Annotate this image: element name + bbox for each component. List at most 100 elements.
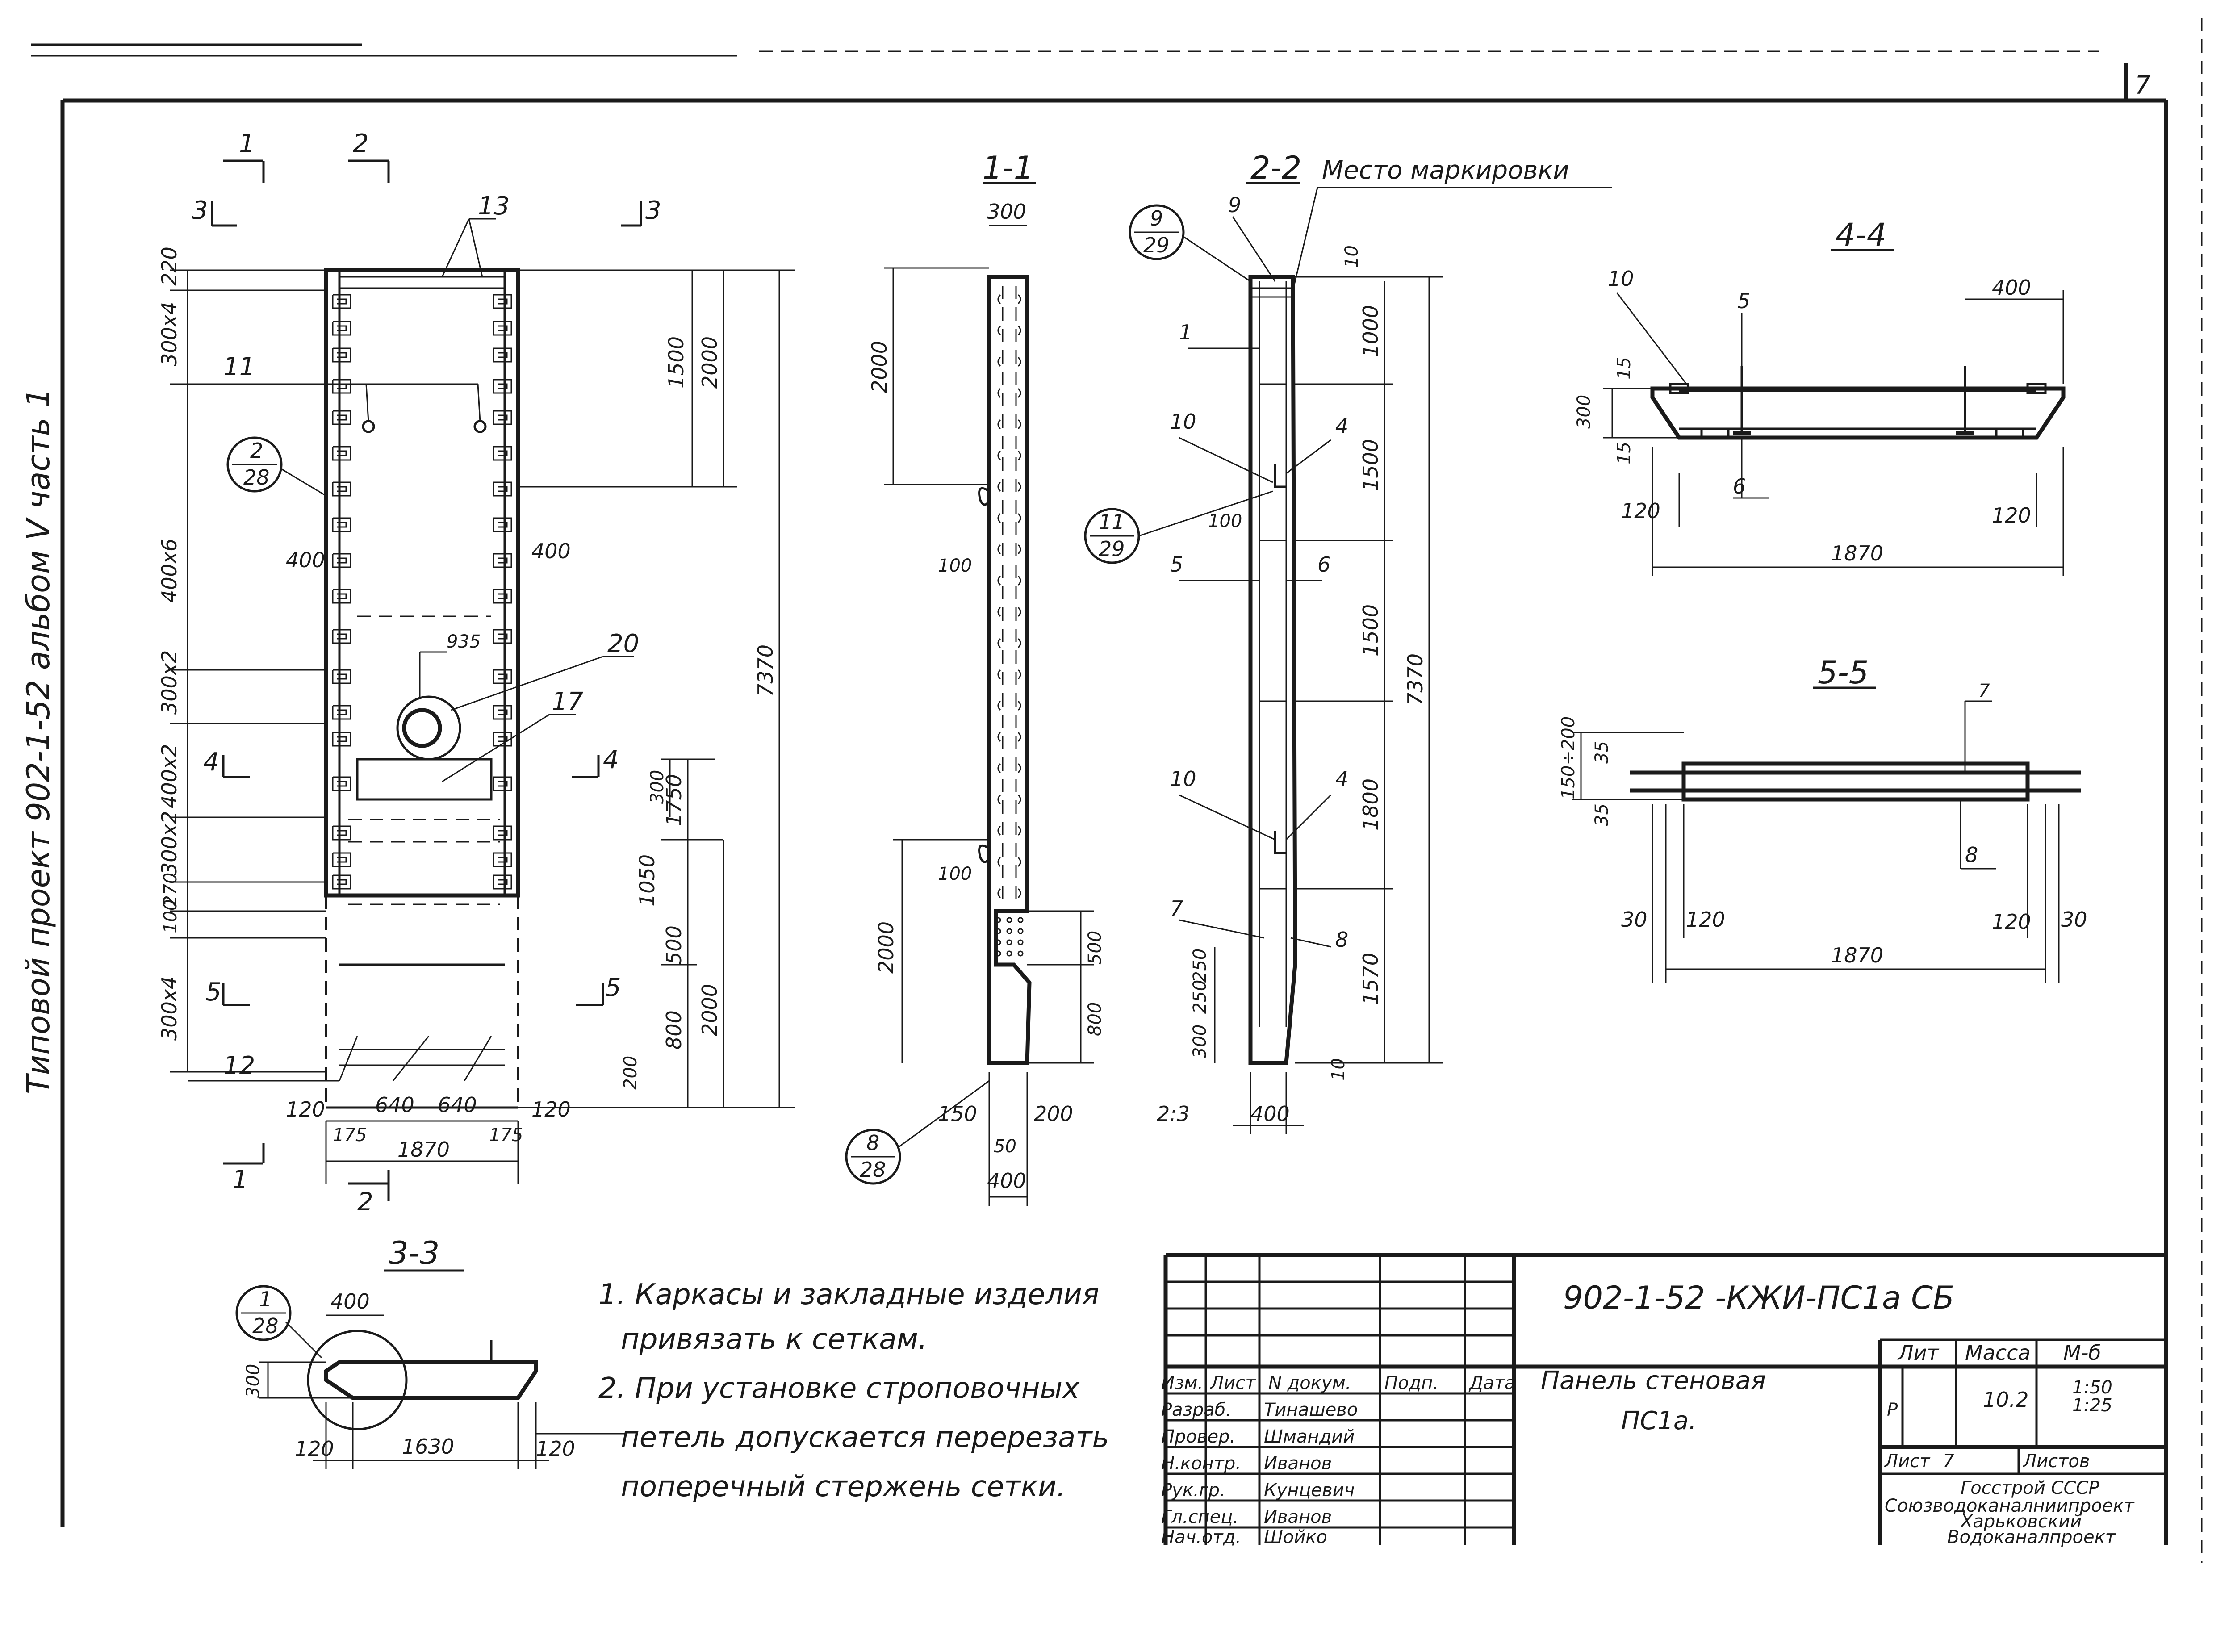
svg-text:29: 29	[1143, 233, 1170, 257]
loop-socket-left	[332, 294, 351, 309]
cut-mark-4-left: 4	[203, 748, 250, 778]
svg-text:Листов: Листов	[2022, 1451, 2090, 1472]
anchor-dot	[995, 950, 1001, 957]
svg-text:10: 10	[1328, 1058, 1349, 1081]
section-notch	[1017, 700, 1021, 711]
svg-text:4: 4	[1335, 767, 1348, 791]
svg-text:300: 300	[647, 770, 668, 804]
loop-socket-right	[493, 517, 512, 532]
svg-text:29: 29	[1099, 537, 1125, 561]
svg-text:100: 100	[1208, 511, 1242, 531]
svg-text:1500: 1500	[664, 336, 688, 389]
loop-socket-left	[332, 776, 351, 791]
svg-text:300x4: 300x4	[157, 302, 181, 366]
svg-text:10: 10	[1342, 245, 1362, 268]
svg-text:Шойко: Шойко	[1264, 1527, 1327, 1547]
section-notch	[997, 825, 1001, 836]
svg-text:1630: 1630	[402, 1435, 454, 1459]
svg-text:935: 935	[447, 632, 481, 652]
front-dims-left: 220 300x4 400x6 300x2 400x2 300x2 270 10…	[157, 247, 571, 1073]
svg-text:100: 100	[938, 556, 972, 576]
svg-text:1050: 1050	[635, 854, 659, 907]
loop-socket-right	[493, 294, 512, 309]
section-notch	[997, 700, 1001, 711]
svg-text:1000: 1000	[1359, 305, 1383, 357]
svg-text:8: 8	[866, 1131, 879, 1155]
loop-socket-left	[332, 705, 351, 720]
svg-text:1570: 1570	[1359, 953, 1383, 1005]
svg-text:28: 28	[252, 1314, 279, 1338]
svg-text:120: 120	[1992, 503, 2031, 527]
svg-text:200: 200	[1034, 1102, 1073, 1126]
svg-text:7370: 7370	[753, 644, 778, 697]
svg-text:Лит: Лит	[1897, 1341, 1939, 1365]
loop-socket-left	[332, 481, 351, 497]
side-title: Типовой проект 902-1-52 альбом V часть 1	[20, 388, 57, 1094]
svg-text:Провер.: Провер.	[1161, 1426, 1235, 1447]
svg-text:10: 10	[1170, 767, 1196, 791]
svg-text:2000: 2000	[698, 984, 722, 1036]
section-notch	[1017, 575, 1021, 586]
section-notch	[1017, 513, 1021, 523]
sheet-frame	[31, 18, 2203, 1563]
leader-11: 11	[223, 352, 255, 381]
svg-text:Водоканалпроект: Водоканалпроект	[1947, 1527, 2116, 1547]
svg-text:1500: 1500	[1359, 604, 1383, 657]
section-notch	[997, 857, 1001, 867]
svg-text:11: 11	[1099, 510, 1125, 534]
section-notch	[997, 669, 1001, 680]
svg-text:400: 400	[330, 1289, 370, 1313]
title-line-1: Панель стеновая	[1541, 1366, 1766, 1395]
svg-text:Разраб.: Разраб.	[1161, 1400, 1231, 1420]
leader-17: 17	[552, 687, 584, 716]
anchor-dot	[1006, 928, 1012, 934]
svg-text:6: 6	[1733, 474, 1746, 498]
svg-text:120: 120	[536, 1437, 575, 1461]
section-notch	[1017, 794, 1021, 805]
svg-text:1500: 1500	[1359, 439, 1383, 491]
svg-text:120: 120	[295, 1437, 334, 1461]
loop-hook	[978, 844, 991, 863]
svg-text:300: 300	[1574, 395, 1594, 429]
svg-text:28: 28	[243, 465, 270, 489]
svg-text:Иванов: Иванов	[1264, 1507, 1332, 1527]
svg-text:Харьковский: Харьковский	[1960, 1511, 2082, 1532]
svg-text:4: 4	[603, 745, 619, 774]
sheet-mark: 7	[2135, 71, 2151, 100]
loop-socket-right	[493, 553, 512, 568]
section-notch	[1017, 325, 1021, 336]
svg-text:10: 10	[1170, 410, 1196, 434]
front-dims-right: 1500 2000 7370 300 1750 1050 2000 500 80…	[518, 269, 795, 1108]
cut-mark-2-top: 2	[348, 129, 390, 183]
svg-text:1:50: 1:50	[2072, 1377, 2112, 1398]
anchor-dot	[1017, 928, 1024, 934]
cut-mark-1-bottom: 1	[223, 1143, 265, 1194]
svg-text:4: 4	[1335, 414, 1348, 438]
note-line-5: поперечный стержень сетки.	[621, 1470, 1066, 1503]
svg-text:3: 3	[645, 196, 661, 225]
svg-text:N докум.: N докум.	[1268, 1373, 1351, 1393]
section-notch	[997, 888, 1001, 899]
svg-text:10.2: 10.2	[1983, 1388, 2028, 1412]
svg-text:Изм.: Изм.	[1161, 1373, 1203, 1393]
section-2-2-title: 2-2	[1250, 150, 1301, 186]
loop-socket-right	[493, 629, 512, 644]
svg-text:2000: 2000	[867, 341, 891, 393]
svg-text:4: 4	[203, 748, 219, 777]
svg-text:1: 1	[239, 129, 255, 158]
section-1-1-loops	[978, 294, 1024, 957]
title-line-2: ПС1а.	[1621, 1406, 1697, 1435]
anchor-dot	[1006, 939, 1012, 945]
svg-text:1870: 1870	[397, 1138, 450, 1162]
svg-text:150÷200: 150÷200	[1558, 716, 1579, 799]
svg-text:5: 5	[1170, 552, 1183, 577]
svg-text:Лист: Лист	[1884, 1451, 1931, 1472]
svg-text:6: 6	[1317, 552, 1330, 577]
callout-9-29: 9 29	[1129, 204, 1251, 282]
section-1-1-title: 1-1	[983, 150, 1033, 186]
anchor-dot	[1006, 917, 1012, 923]
svg-text:120: 120	[1621, 499, 1660, 523]
loop-socket-left	[332, 347, 351, 363]
svg-text:120: 120	[286, 1097, 325, 1121]
section-5-5: 5-5 7 8 150÷200 35 35 30 120 120 30 1870	[1558, 654, 2087, 983]
